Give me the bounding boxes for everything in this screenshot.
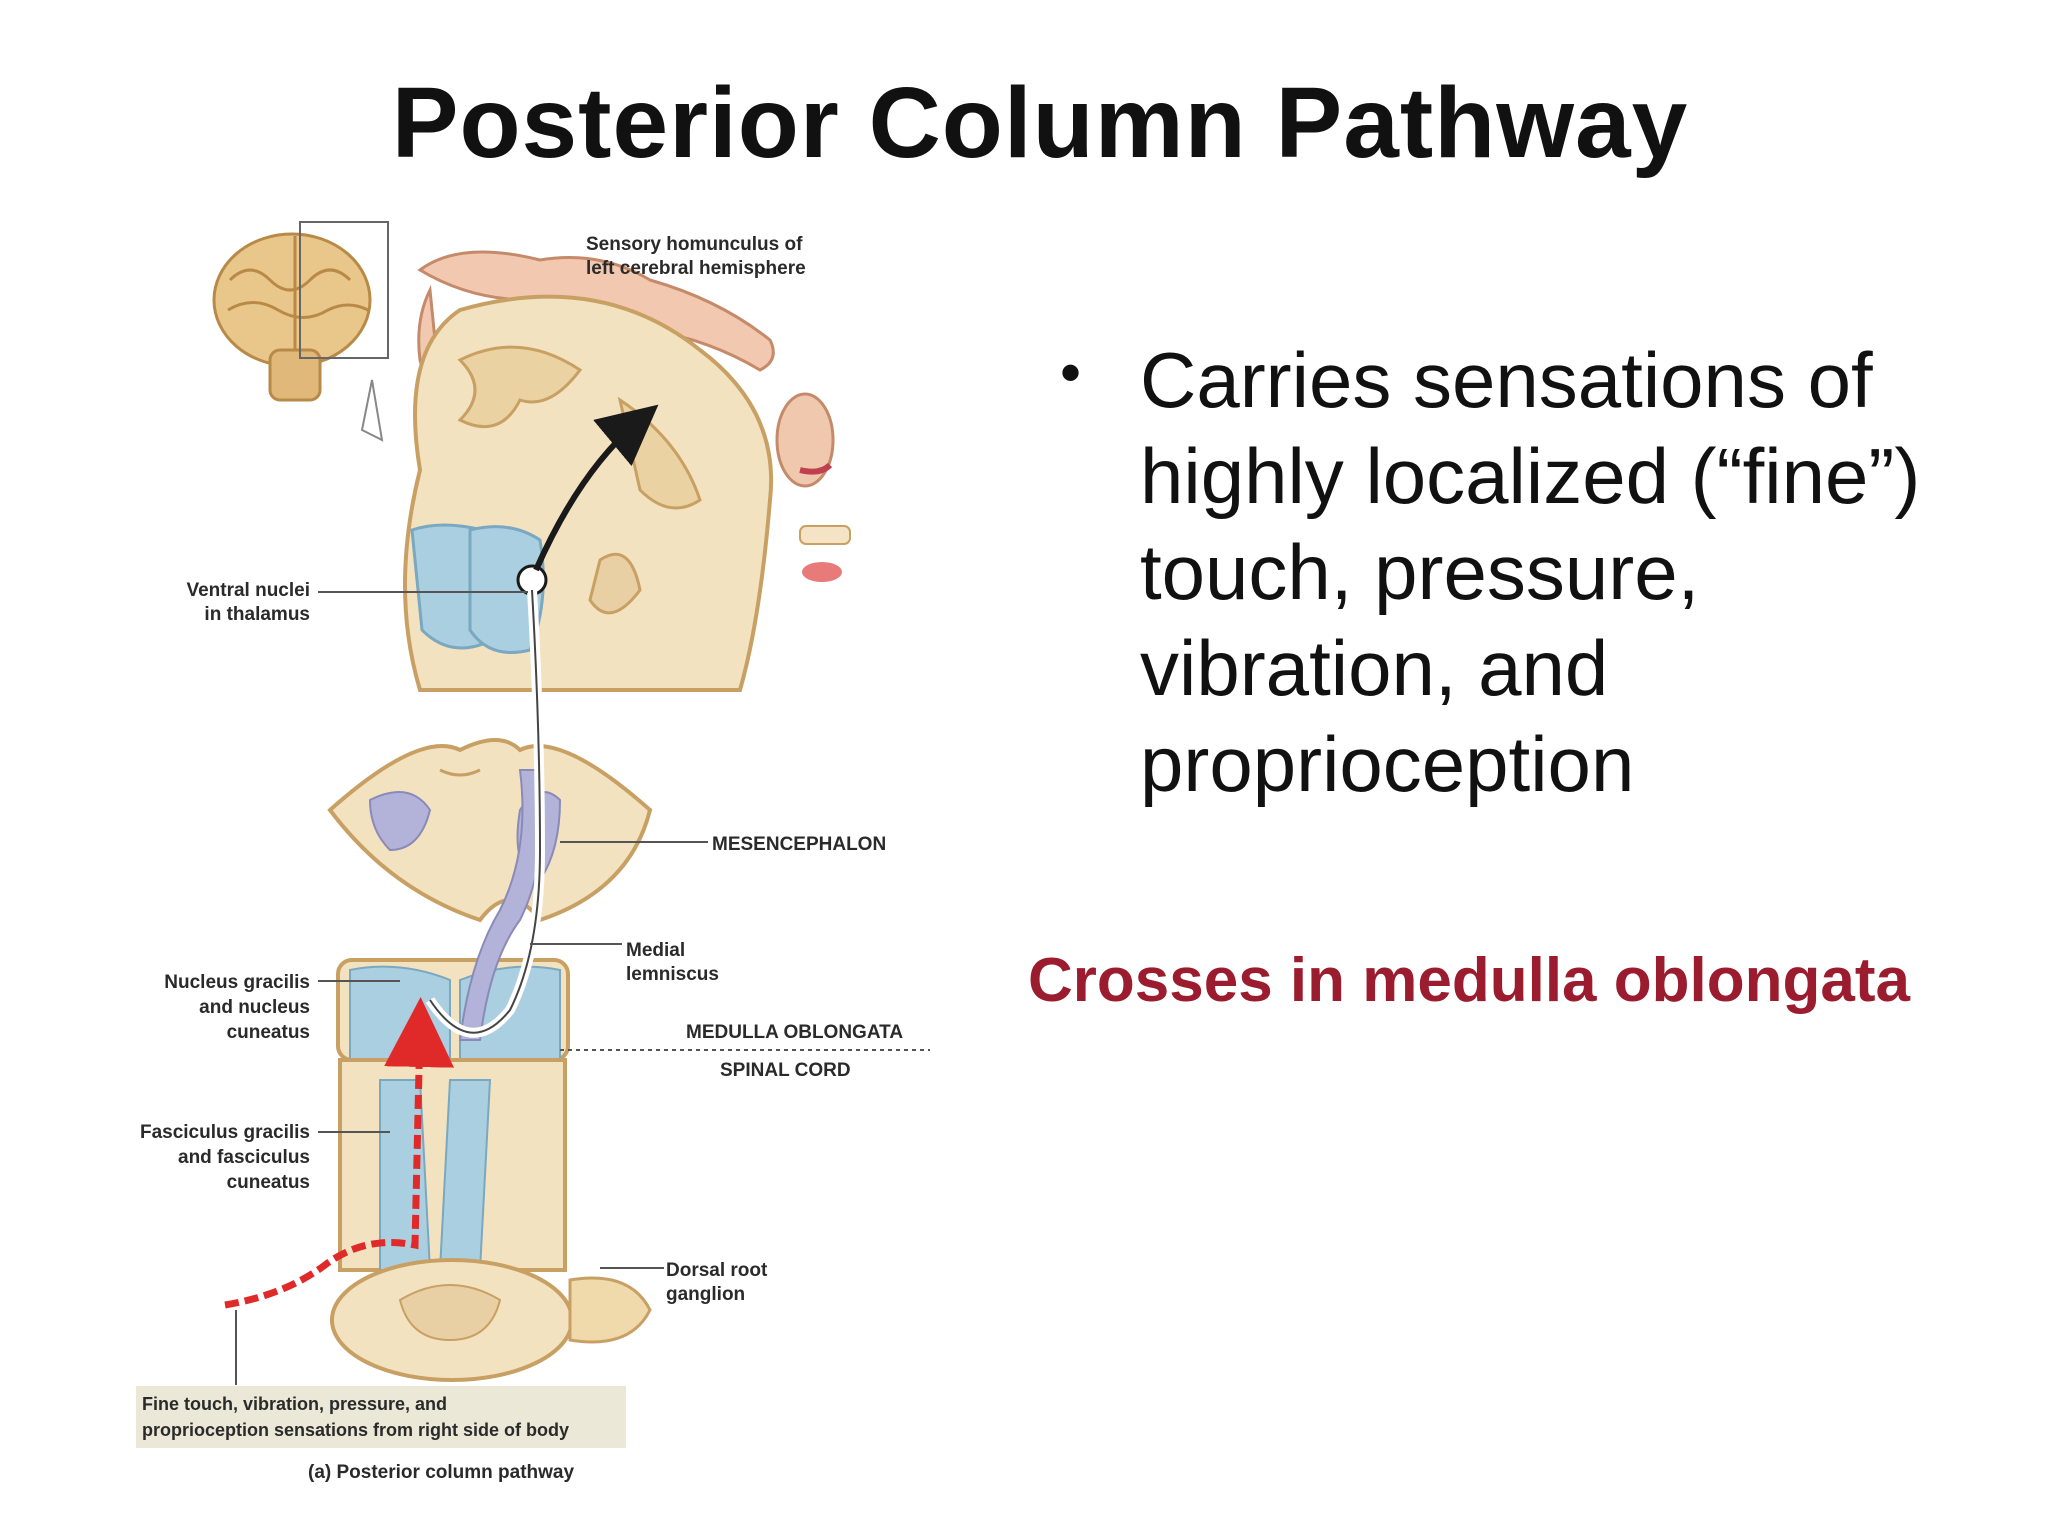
label-thalamus-1: Ventral nuclei xyxy=(186,580,310,601)
label-lemniscus-1: Medial xyxy=(626,940,685,961)
leader-lines xyxy=(235,591,930,1385)
label-fasciculus-2: and fasciculus xyxy=(178,1147,310,1168)
label-lemniscus-2: lemniscus xyxy=(626,964,719,985)
bullet-line: proprioception xyxy=(1140,720,1635,808)
brain-thumbnail xyxy=(212,221,389,442)
cerebral-section xyxy=(403,294,774,692)
label-sensation-2: proprioception sensations from right sid… xyxy=(142,1420,569,1440)
medial-lemniscus-outline xyxy=(429,589,542,1034)
sensation-box xyxy=(136,1386,626,1448)
label-mesencephalon: MESENCEPHALON xyxy=(712,834,886,855)
label-sensation-1: Fine touch, vibration, pressure, and xyxy=(142,1394,447,1414)
label-thalamus-2: in thalamus xyxy=(204,604,310,625)
bullet-line: touch, pressure, xyxy=(1140,528,1700,616)
label-ganglion-2: ganglion xyxy=(666,1284,745,1305)
bullet-line: Carries sensations of xyxy=(1140,336,1873,424)
slide-title: Posterior Column Pathway xyxy=(391,67,1689,179)
label-fasciculus-1: Fasciculus gracilis xyxy=(140,1122,310,1143)
figure-caption: (a) Posterior column pathway xyxy=(308,1462,574,1483)
label-fasciculus-3: cuneatus xyxy=(227,1172,310,1193)
label-gracilis-1: Nucleus gracilis xyxy=(164,972,310,993)
label-homunculus-1: Sensory homunculus of xyxy=(586,234,803,255)
bullet-line: vibration, and xyxy=(1140,624,1609,712)
label-gracilis-2: and nucleus xyxy=(199,997,310,1018)
bullet-line: highly localized (“fine”) xyxy=(1140,432,1921,520)
crossing-note: Crosses in medulla oblongata xyxy=(1028,946,1910,1015)
label-spinal-cord: SPINAL CORD xyxy=(720,1060,851,1081)
spinal-cord xyxy=(330,1058,652,1382)
mesencephalon-section xyxy=(327,738,653,923)
label-medulla: MEDULLA OBLONGATA xyxy=(686,1022,903,1043)
bullet-item: Carries sensations of highly localized (… xyxy=(1140,332,2020,812)
label-gracilis-3: cuneatus xyxy=(227,1022,310,1043)
label-ganglion-1: Dorsal root xyxy=(666,1260,768,1281)
label-homunculus-2: left cerebral hemisphere xyxy=(586,258,806,279)
bullet-marker: • xyxy=(1060,339,1082,406)
dorsal-column-fiber xyxy=(224,997,455,1309)
